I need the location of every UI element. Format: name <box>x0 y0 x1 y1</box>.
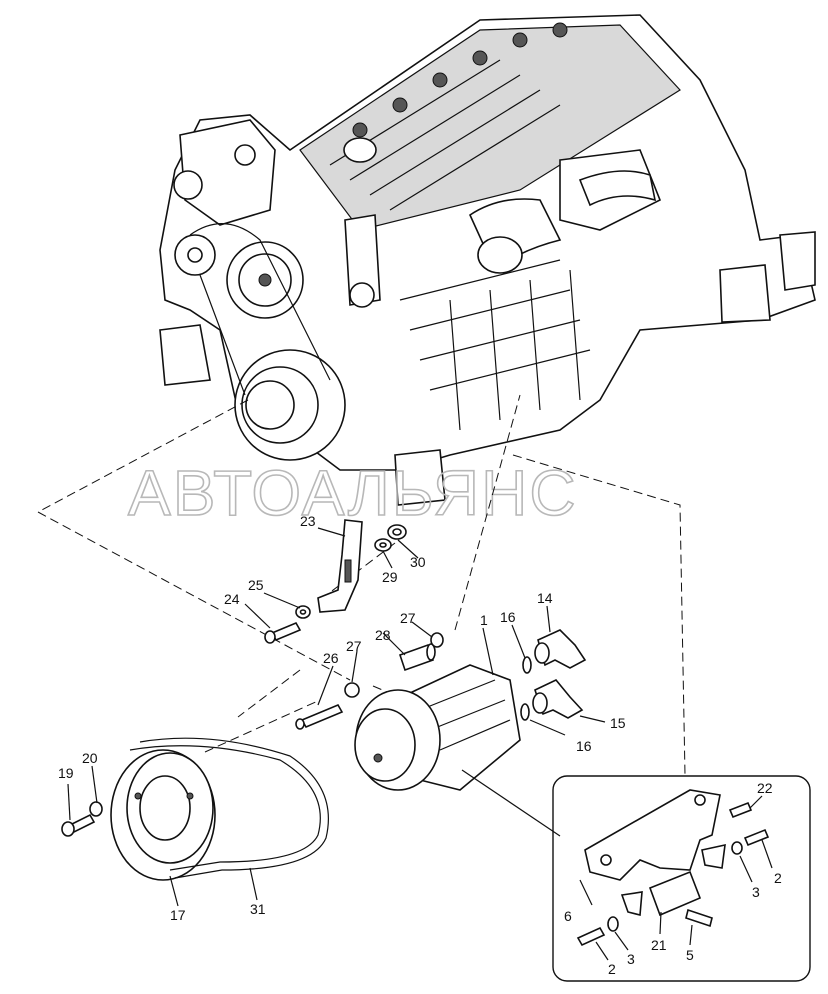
belt-31 <box>129 737 329 879</box>
nut-30 <box>387 524 407 540</box>
engine-assembly <box>159 14 816 506</box>
label-3-right: 3 <box>752 884 760 900</box>
label-16-upper: 16 <box>500 609 516 625</box>
label-5: 5 <box>686 947 694 963</box>
bracket-23 <box>317 519 363 613</box>
label-23: 23 <box>300 513 316 529</box>
label-6: 6 <box>564 908 572 924</box>
washer-27-lower <box>344 682 360 698</box>
bolt-26 <box>295 703 344 730</box>
fitting-15 <box>532 679 584 719</box>
washer-3-right <box>731 841 743 855</box>
bolt-19 <box>61 813 96 837</box>
watermark: АВТОАЛЬЯНС <box>128 457 578 529</box>
label-19: 19 <box>58 765 74 781</box>
callout-labels: 23 30 29 25 24 27 28 1 16 14 27 26 15 16… <box>58 513 782 977</box>
label-27-lower: 27 <box>346 638 362 654</box>
o-ring-16-upper <box>522 656 532 674</box>
washer-3-left <box>607 916 619 932</box>
bolt-22 <box>728 801 753 819</box>
bolt-5 <box>685 908 713 928</box>
spacer-28 <box>398 643 436 672</box>
label-31: 31 <box>250 901 266 917</box>
label-15: 15 <box>610 715 626 731</box>
label-2-left: 2 <box>608 961 616 977</box>
label-21: 21 <box>651 937 667 953</box>
label-3-left: 3 <box>627 951 635 967</box>
label-27-upper: 27 <box>400 610 416 626</box>
label-14: 14 <box>537 590 553 606</box>
washer-27-upper <box>430 632 444 648</box>
detail-inset <box>552 775 811 982</box>
fitting-14 <box>534 629 587 669</box>
label-2-right: 2 <box>774 870 782 886</box>
label-26: 26 <box>323 650 339 666</box>
compressor-1 <box>354 664 521 791</box>
o-ring-16-lower <box>520 703 530 721</box>
label-20: 20 <box>82 750 98 766</box>
label-1: 1 <box>480 612 488 628</box>
pulley-17 <box>110 749 216 881</box>
label-22: 22 <box>757 780 773 796</box>
label-30: 30 <box>410 554 426 570</box>
assembly-lines <box>36 394 686 776</box>
label-29: 29 <box>382 569 398 585</box>
leader-lines <box>67 527 773 961</box>
label-17: 17 <box>170 907 186 923</box>
washer-29 <box>374 538 392 552</box>
bolt-2-right <box>743 828 770 847</box>
washer-25 <box>295 605 311 619</box>
label-16-lower: 16 <box>576 738 592 754</box>
label-25: 25 <box>248 577 264 593</box>
washer-20 <box>89 801 103 817</box>
bolt-2-left <box>576 926 606 947</box>
label-24: 24 <box>224 591 240 607</box>
bolt-24 <box>264 621 302 644</box>
label-28: 28 <box>375 627 391 643</box>
